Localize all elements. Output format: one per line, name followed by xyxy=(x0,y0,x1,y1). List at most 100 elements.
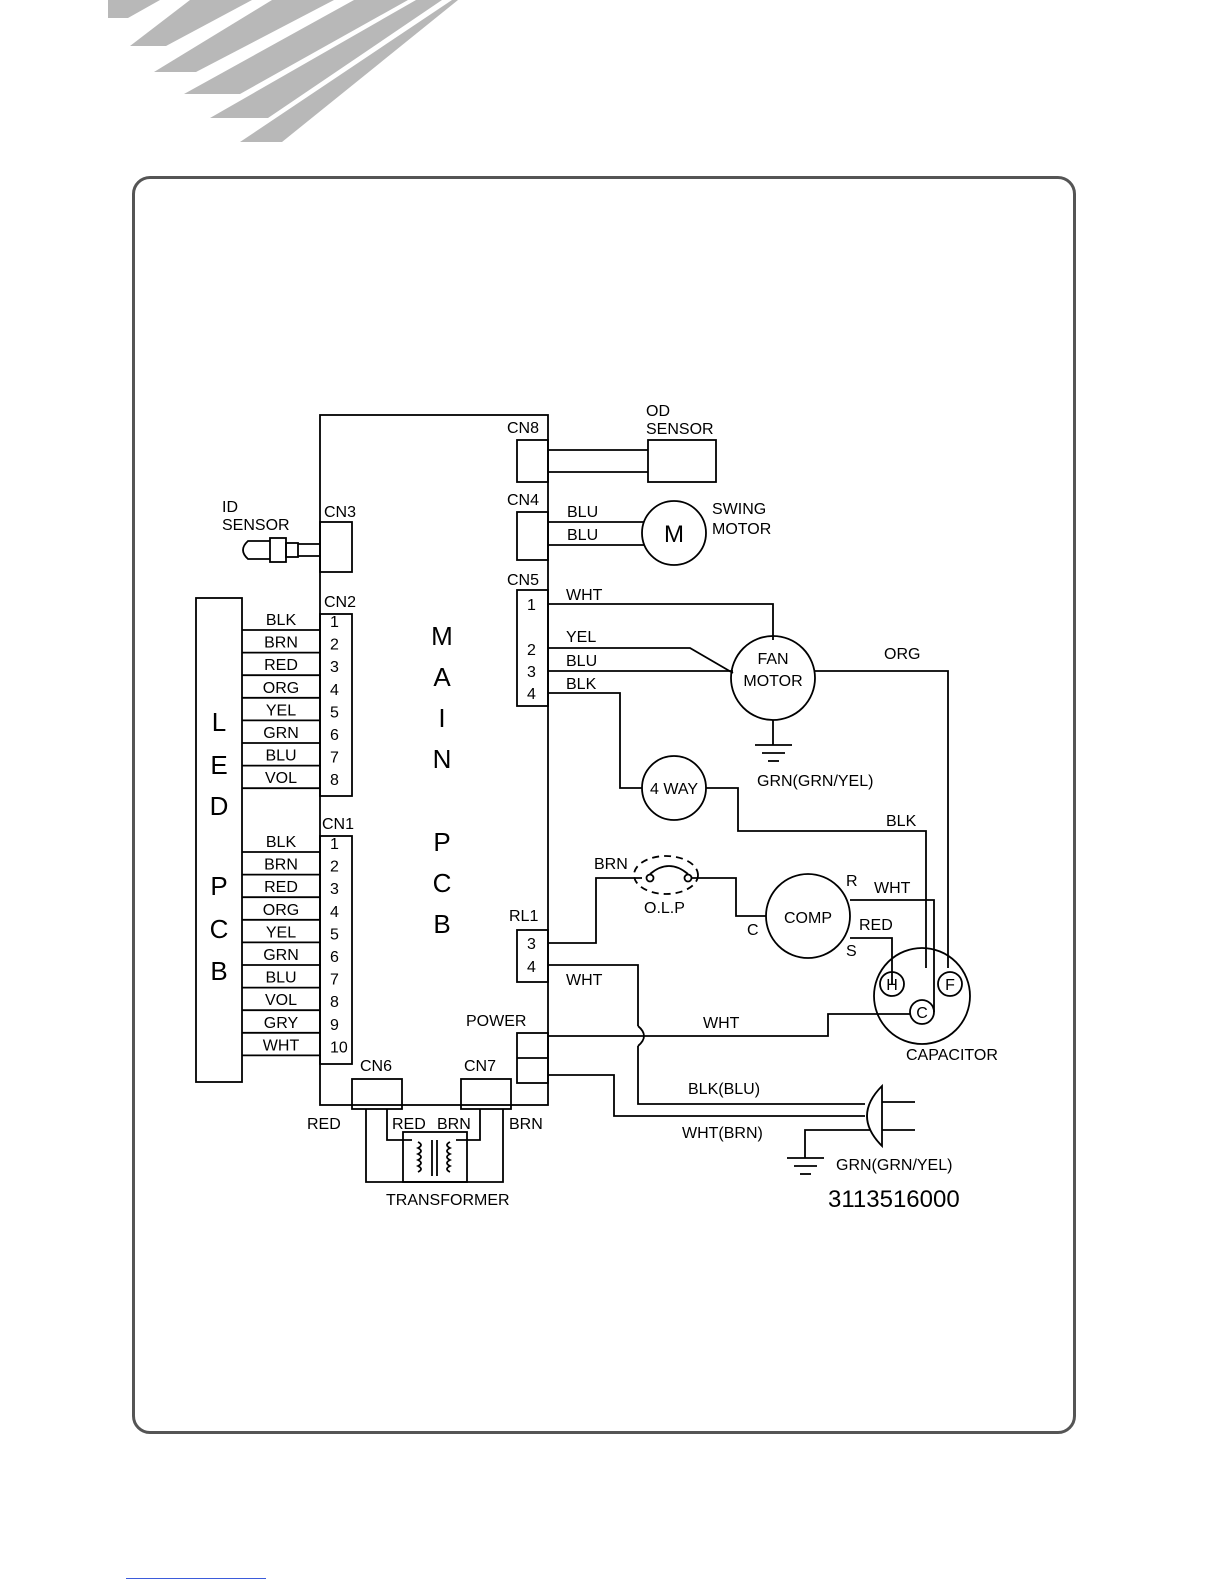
four-way-label: 4 WAY xyxy=(650,781,698,798)
cn2-label: CN2 xyxy=(324,594,356,611)
cn6-label: CN6 xyxy=(360,1058,392,1075)
cn8-label: CN8 xyxy=(507,420,539,437)
cn8-connector xyxy=(516,439,549,483)
trans-red-out-label: RED xyxy=(307,1116,341,1133)
comp-c-label: C xyxy=(747,922,759,939)
cn2-wire-label: YEL xyxy=(266,702,296,719)
rl1-wht-label: WHT xyxy=(566,972,603,989)
cn4-connector xyxy=(516,511,549,561)
comp-r-label: R xyxy=(846,873,858,890)
cn4-label: CN4 xyxy=(507,492,539,509)
cn7-label: CN7 xyxy=(464,1058,496,1075)
cn1-pin: 1 xyxy=(330,836,339,853)
cn2-wire-label: VOL xyxy=(265,770,297,787)
cn2-pin: 6 xyxy=(330,727,339,744)
led-letter: C xyxy=(210,914,229,944)
power-plug xyxy=(866,1083,883,1149)
header-stripes-decoration xyxy=(108,0,458,142)
trans-brn-out-label: BRN xyxy=(509,1116,543,1133)
cn6-connector xyxy=(351,1078,403,1110)
olp-brn-label: BRN xyxy=(594,856,628,873)
cn5-wire-label: BLU xyxy=(566,653,597,670)
plug-wht-label: WHT(BRN) xyxy=(682,1125,763,1142)
four-way-blk-label: BLK xyxy=(886,813,917,830)
trans-red-in-label: RED xyxy=(392,1116,426,1133)
rl1-label: RL1 xyxy=(509,908,538,925)
cn1-pin: 3 xyxy=(330,881,339,898)
od-sensor-label: SENSOR xyxy=(646,421,714,438)
plug-ground-label: GRN(GRN/YEL) xyxy=(836,1157,952,1174)
cn2-wire-label: BRN xyxy=(264,635,298,652)
led-letter: L xyxy=(212,707,226,737)
cn2-pin: 2 xyxy=(330,637,339,654)
main-letter: M xyxy=(431,621,453,651)
led-letter: E xyxy=(210,750,227,780)
cn2-pin: 5 xyxy=(330,704,339,721)
cn1-wire-label: BLU xyxy=(265,970,296,987)
cn1-pin: 10 xyxy=(330,1039,348,1056)
main-pcb-label: M A I N P C B xyxy=(431,621,453,939)
cn5-pin: 4 xyxy=(527,686,536,703)
footer-rule xyxy=(126,1578,266,1579)
cn2-wire-label: ORG xyxy=(263,680,299,697)
id-sensor-label: ID xyxy=(222,499,238,516)
swing-motor-m: M xyxy=(664,521,684,548)
rl1-connector xyxy=(516,929,549,983)
comp-circle xyxy=(765,873,851,959)
led-pcb-box xyxy=(195,597,243,1083)
cn5-wire-label: BLK xyxy=(566,676,597,693)
main-letter: C xyxy=(433,868,452,898)
cn5-wire-label: YEL xyxy=(566,629,596,646)
cn5-pin: 3 xyxy=(527,664,536,681)
capacitor-label: CAPACITOR xyxy=(906,1047,998,1064)
cn1-wire-label: VOL xyxy=(265,992,297,1009)
rl1-pin: 3 xyxy=(527,936,536,953)
rl1-pin: 4 xyxy=(527,959,536,976)
comp-wht-label: WHT xyxy=(874,880,911,897)
cn1-pin: 6 xyxy=(330,949,339,966)
swing-wire-label: BLU xyxy=(567,504,598,521)
cn1-wire-label: GRN xyxy=(263,947,299,964)
cn1-pin: 7 xyxy=(330,972,339,989)
led-pcb-label: L E D P C B xyxy=(210,707,229,986)
power-label: POWER xyxy=(466,1013,526,1030)
main-letter: I xyxy=(438,703,445,733)
cn2-pin: 1 xyxy=(330,614,339,631)
fan-motor-label: FAN xyxy=(757,651,788,668)
cn5-pin: 2 xyxy=(527,642,536,659)
fan-motor-label: MOTOR xyxy=(743,673,802,690)
cn5-label: CN5 xyxy=(507,572,539,589)
swing-motor-label: SWING xyxy=(712,501,766,518)
cap-c-label: C xyxy=(916,1005,928,1022)
led-letter: B xyxy=(210,956,227,986)
cn1-pin: 4 xyxy=(330,904,339,921)
id-sensor-body xyxy=(269,537,287,563)
cn2-wire-label: GRN xyxy=(263,725,299,742)
transformer-box xyxy=(402,1131,468,1183)
cn5-wire-label: WHT xyxy=(566,587,603,604)
cn2-pin: 3 xyxy=(330,659,339,676)
id-sensor-label: SENSOR xyxy=(222,517,290,534)
od-sensor-label: OD xyxy=(646,403,670,420)
cn1-pin: 5 xyxy=(330,926,339,943)
cn5-pin: 1 xyxy=(527,597,536,614)
main-letter: P xyxy=(433,827,450,857)
cn1-wire-label: RED xyxy=(264,879,298,896)
cn1-wire-label: ORG xyxy=(263,902,299,919)
swing-wire-label: BLU xyxy=(567,527,598,544)
trans-brn-in-label: BRN xyxy=(437,1116,471,1133)
cn1-pin: 9 xyxy=(330,1017,339,1034)
cn1-pin: 2 xyxy=(330,859,339,876)
cn1-wire-label: WHT xyxy=(263,1037,300,1054)
od-sensor-box xyxy=(647,439,717,483)
cn1-wire-label: BRN xyxy=(264,857,298,874)
main-letter: B xyxy=(433,909,450,939)
power-wht-label: WHT xyxy=(703,1015,740,1032)
cap-h-label: H xyxy=(886,977,898,994)
comp-s-label: S xyxy=(846,943,857,960)
transformer-label: TRANSFORMER xyxy=(386,1192,510,1209)
swing-motor-circle xyxy=(641,500,707,566)
comp-label: COMP xyxy=(784,910,832,927)
cn3-label: CN3 xyxy=(324,504,356,521)
